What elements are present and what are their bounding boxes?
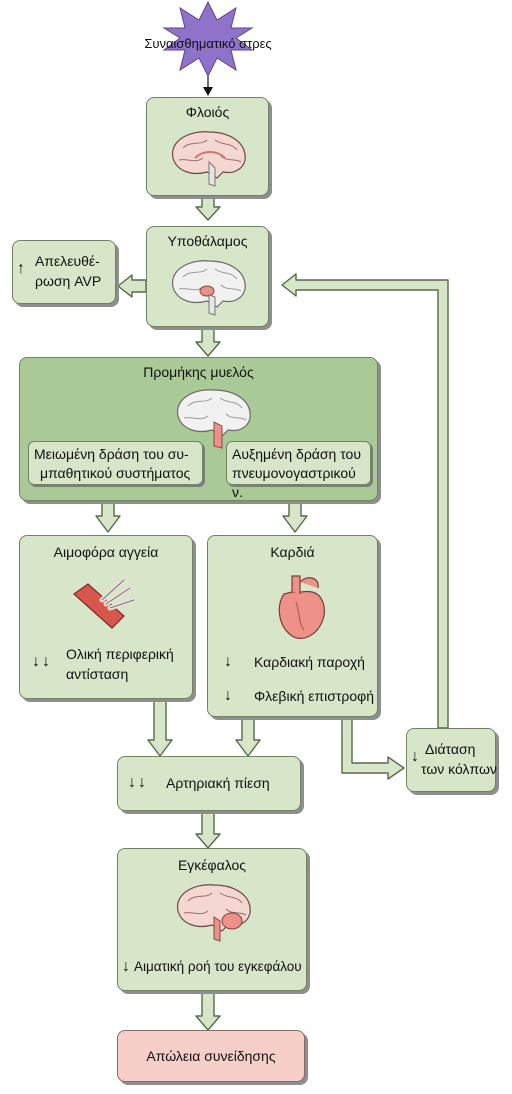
heart-to-bp-arrow [235,715,261,757]
avp-line2: ρωση AVP [35,273,102,289]
medulla-to-vessels-arrow [95,499,121,533]
sympathetic-line2: μπαθητικού συστήματος [40,465,191,481]
loss-of-consciousness-box: Απώλεια συνείδησης [117,1030,305,1082]
cortex-box: Φλοιός [146,97,269,196]
brain-to-outcome-arrow [195,989,221,1031]
heart-to-atria-arrow [341,715,405,780]
heart-box: Καρδιά ↓ Καρδιακή παροχή ↓ Φλεβική επιστ… [207,535,378,717]
cardiac-output-arrow: ↓ [224,653,232,670]
sympathetic-line1: Μειωμένη δράση του συ- [34,446,189,462]
brain-title: Εγκέφαλος [177,857,247,873]
brain-sagittal-icon [172,131,246,187]
vessels-title: Αιμοφόρα αγγεία [53,544,159,560]
vessels-to-bp-arrow [147,697,173,757]
stress-starburst-icon [162,0,254,78]
hypothalamus-title: Υποθάλαμος [167,233,248,249]
hypothalamus-to-avp-arrow [117,274,147,298]
medulla-box: Προμήκης μυελός Μειωμένη δράση του συ- μ… [19,357,378,501]
brain-flow-down-arrow: ↓ [122,958,130,975]
outcome-label: Απώλεια συνείδησης [146,1048,276,1064]
atrial-distension-box: ↓ Διάταση των κόλπων [406,728,497,792]
heart-icon [278,575,325,639]
vessels-line2: αντίσταση [66,666,129,682]
cardiac-output-label: Καρδιακή παροχή [254,654,365,670]
vagal-line1: Αυξημένη δράση του [232,446,361,462]
cortex-to-hypothalamus-arrow [195,194,221,221]
blood-vessel-icon [73,577,137,629]
avp-line1: Απελευθέ- [35,253,100,269]
avp-release-box: ↑ Απελευθέ- ρωση AVP [12,240,116,304]
cortex-title: Φλοιός [185,104,230,120]
sympathetic-box: Μειωμένη δράση του συ- μπαθητικού συστήμ… [28,441,203,485]
vessels-box: Αιμοφόρα αγγεία ↓↓ Ολική περιφερική αντί… [19,535,193,699]
bp-down-arrows: ↓↓ [128,774,148,791]
vessels-down-arrows: ↓↓ [32,653,52,670]
brain-hypothalamus-icon [172,260,246,316]
brain-blood-flow-icon [177,884,251,942]
brain-flow-label: Αιματική ροή του εγκεφάλου [134,959,302,974]
vagal-line2: πνευμονογαστρικού ν. [232,465,356,500]
brain-box: Εγκέφαλος ↓ Αιματική ροή του εγκεφάλου [117,848,307,991]
heart-title: Καρδιά [270,544,315,560]
bp-to-brain-arrow [195,809,221,849]
brain-medulla-icon [177,389,251,449]
atrial-down-arrow: ↓ [411,748,419,765]
avp-up-arrow: ↑ [17,260,25,277]
medulla-to-heart-arrow [282,499,308,533]
venous-return-label: Φλεβική επιστροφή [254,688,375,704]
medulla-title: Προμήκης μυελός [143,364,254,380]
vessels-line1: Ολική περιφερική [66,646,174,662]
hypothalamus-to-medulla-arrow [195,325,221,357]
bp-label: Αρτηριακή πίεση [166,775,270,791]
atria-line1: Διάταση [425,741,476,757]
atria-line2: των κόλπων [421,761,497,777]
vagal-box: Αυξημένη δράση του πνευμονογαστρικού ν. [226,441,371,500]
stress-label: Συναισθηματικό στρες [144,36,272,51]
hypothalamus-box: Υποθάλαμος [146,226,269,327]
atria-to-hypothalamus-feedback-arrow [281,273,449,729]
arterial-pressure-box: ↓↓ Αρτηριακή πίεση [117,756,301,811]
venous-return-arrow: ↓ [224,687,232,704]
